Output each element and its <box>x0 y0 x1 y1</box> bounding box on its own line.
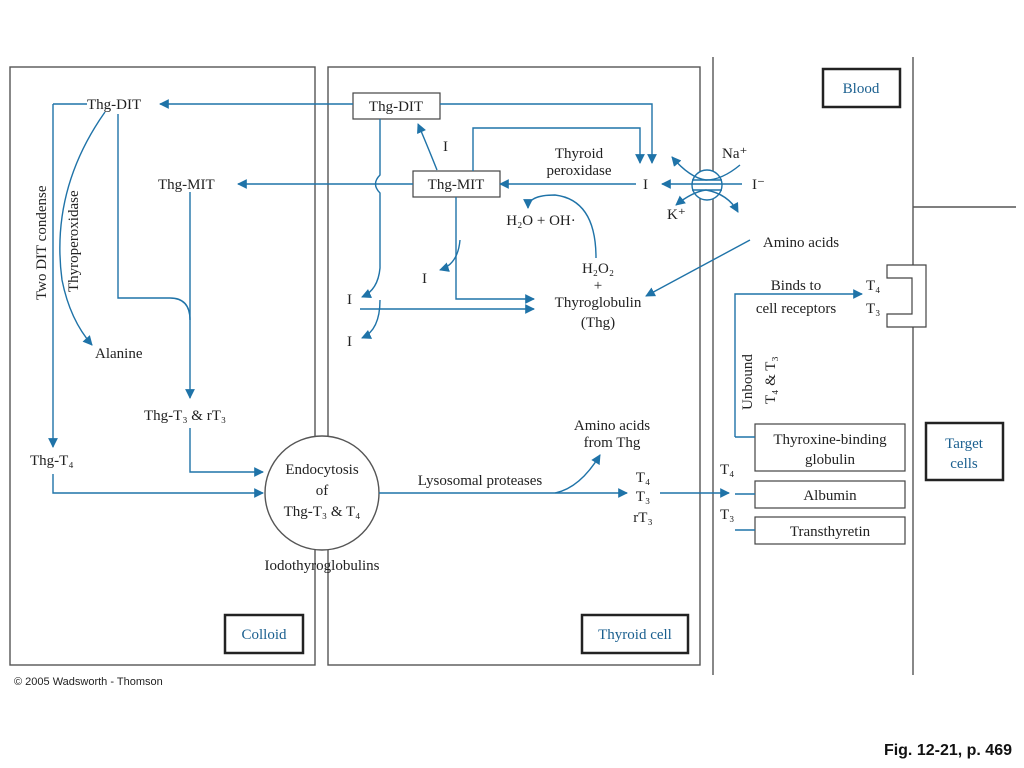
alanine-label: Alanine <box>95 346 143 362</box>
thyroglobulin-label: Thyroglobulin <box>555 295 642 311</box>
thyroid-peroxidase-1: Thyroid <box>555 146 604 162</box>
copyright-text: © 2005 Wadsworth - Thomson <box>14 676 163 688</box>
thyroid-cell-label: Thyroid cell <box>598 627 672 643</box>
blood-label: Blood <box>843 81 880 97</box>
colloid-region-outline <box>9 66 316 666</box>
thyroperoxidase-label: Thyroperoxidase <box>66 190 82 292</box>
iodide-released-1: I <box>422 271 427 287</box>
colloid-thg-t3-rt3: Thg-T₃ & rT₃ <box>144 408 226 424</box>
receptor-t4: T₄ <box>866 278 880 294</box>
colloid-thg-mit: Thg-MIT <box>158 177 215 193</box>
receptor-icon <box>886 264 927 328</box>
cell-t3: T₃ <box>636 489 650 505</box>
unbound-label-1: Unbound <box>740 354 756 410</box>
thyroid-cell-label-box <box>580 613 690 655</box>
colloid-thg-t4: Thg-T₄ <box>30 453 74 469</box>
blood-t4-side: T₄ <box>720 462 734 478</box>
receptor-t3: T₃ <box>866 301 880 317</box>
lysosomal-proteases-label: Lysosomal proteases <box>418 473 543 489</box>
target-cells-label-1: Target <box>945 436 984 452</box>
pathway-arrows <box>48 99 863 531</box>
thg-dit-box <box>352 92 441 120</box>
blood-amino-acids: Amino acids <box>763 235 839 251</box>
endocytosis-line-2: of <box>316 483 329 499</box>
thg-label: (Thg) <box>581 315 615 331</box>
unbound-label-2: T₄ & T₃ <box>763 356 779 404</box>
na-label: Na⁺ <box>722 146 747 162</box>
iodothyroglobulins-label: Iodothyroglobulins <box>265 558 380 574</box>
h2o2-label: H₂O₂ <box>582 261 614 277</box>
iodide-cell: I <box>643 177 648 193</box>
amino-acids-from-thg-2: from Thg <box>584 435 641 451</box>
tbg-label-1: Thyroxine-binding <box>773 432 887 448</box>
endocytosis-line-1: Endocytosis <box>285 462 358 478</box>
k-label: K⁺ <box>667 207 686 223</box>
blood-t3-side: T₃ <box>720 507 734 523</box>
target-cells-label-box <box>924 421 1005 482</box>
iodide-released-2: I <box>347 292 352 308</box>
colloid-thg-dit: Thg-DIT <box>87 97 141 113</box>
thyroid-cell-outline <box>327 66 701 666</box>
amino-acids-from-thg-1: Amino acids <box>574 418 650 434</box>
thyroid-peroxidase-2: peroxidase <box>547 163 612 179</box>
colloid-label-box <box>223 613 305 655</box>
blood-label-box <box>821 67 902 109</box>
binds-to-2: cell receptors <box>756 301 837 317</box>
tbg-box <box>754 423 906 472</box>
two-dit-condense-label: Two DIT condense <box>34 185 50 300</box>
iodide-released-3: I <box>347 334 352 350</box>
tbg-label-2: globulin <box>805 452 856 468</box>
i-minus-label: I⁻ <box>752 177 765 193</box>
transthyretin-label: Transthyretin <box>790 524 871 540</box>
albumin-label: Albumin <box>803 488 857 504</box>
cell-t4: T₄ <box>636 470 650 486</box>
colloid-label: Colloid <box>241 627 287 643</box>
plus-label: + <box>594 278 602 294</box>
binds-to-1: Binds to <box>771 278 821 294</box>
thg-dit-box-label: Thg-DIT <box>369 99 423 115</box>
albumin-box <box>754 480 906 509</box>
target-cells-label-2: cells <box>950 456 978 472</box>
water-hydroxyl: H₂O + OH· <box>506 213 576 229</box>
na-k-pump-icon <box>691 169 723 201</box>
cell-rt3: rT₃ <box>633 510 652 526</box>
figure-caption: Fig. 12-21, p. 469 <box>884 742 1012 759</box>
thg-mit-box-label: Thg-MIT <box>428 177 485 193</box>
endocytosis-line-3: Thg-T₃ & T₄ <box>284 504 361 520</box>
iodide-to-dit: I <box>443 139 448 155</box>
